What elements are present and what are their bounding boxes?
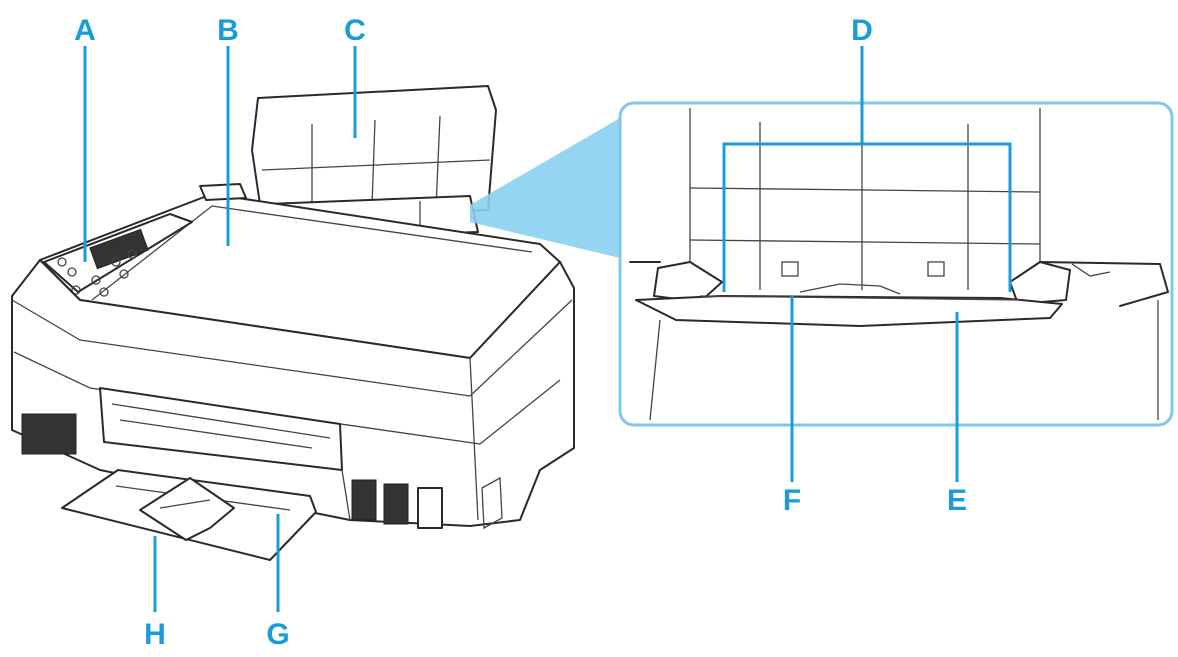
zoom-inset <box>470 101 1174 427</box>
operation-panel <box>43 213 193 297</box>
callout-f: F <box>783 484 801 517</box>
zoom-beam <box>470 118 620 258</box>
callout-e: E <box>947 484 967 517</box>
paper-output-tray <box>61 469 317 561</box>
callout-h: H <box>144 618 166 651</box>
printer-illustration <box>11 85 575 561</box>
callout-d: D <box>851 14 873 47</box>
callout-g: G <box>266 618 289 651</box>
printer-body <box>11 259 575 530</box>
callout-b: B <box>217 14 239 47</box>
callout-labels: A B C D E F G H <box>74 14 967 651</box>
callout-a: A <box>74 14 96 47</box>
bracket-d <box>722 142 1012 292</box>
callout-lines <box>83 46 1012 612</box>
zoom-frame <box>618 101 1174 427</box>
callout-c: C <box>344 14 366 47</box>
